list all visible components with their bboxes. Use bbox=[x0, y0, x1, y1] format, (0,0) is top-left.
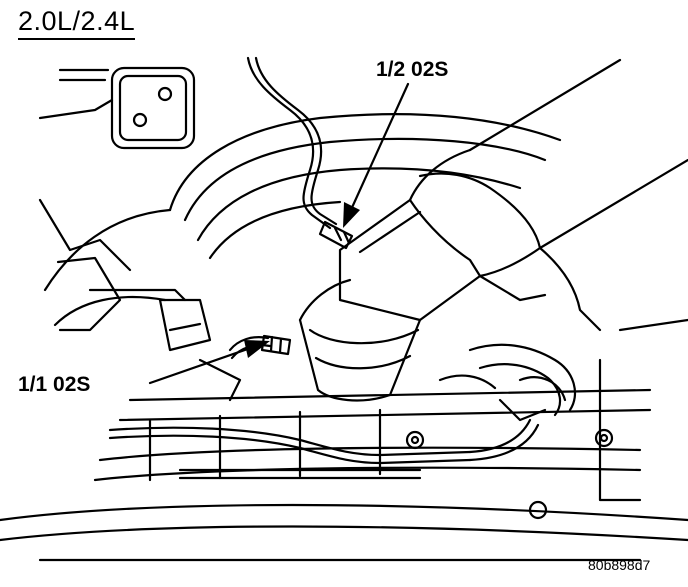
upper-o2-sensor bbox=[318, 220, 354, 250]
crossmember bbox=[93, 388, 652, 482]
heat-shield bbox=[478, 246, 602, 332]
callout-arrow-upper bbox=[348, 82, 410, 214]
sensor-wire-upper bbox=[246, 56, 338, 230]
bolt-plate bbox=[38, 66, 196, 150]
bolts bbox=[405, 428, 614, 520]
coolant-hoses bbox=[438, 343, 577, 422]
arrowhead-upper bbox=[343, 202, 360, 228]
inner-fender bbox=[38, 113, 562, 332]
catalytic-converter bbox=[298, 198, 482, 402]
exhaust-pipe bbox=[408, 58, 688, 278]
callout-upper-sensor: 1/2 02S bbox=[376, 58, 449, 81]
callout-lower-sensor: 1/1 02S bbox=[18, 373, 91, 396]
callout-arrow-lower bbox=[148, 342, 264, 385]
engine-title: 2.0L/2.4L bbox=[18, 6, 136, 40]
figure-id: 80b898d7 bbox=[588, 557, 651, 573]
lower-fascia bbox=[0, 318, 688, 562]
left-mount bbox=[158, 298, 242, 402]
arrowhead-lower bbox=[244, 340, 270, 358]
brake-lines bbox=[108, 418, 540, 480]
